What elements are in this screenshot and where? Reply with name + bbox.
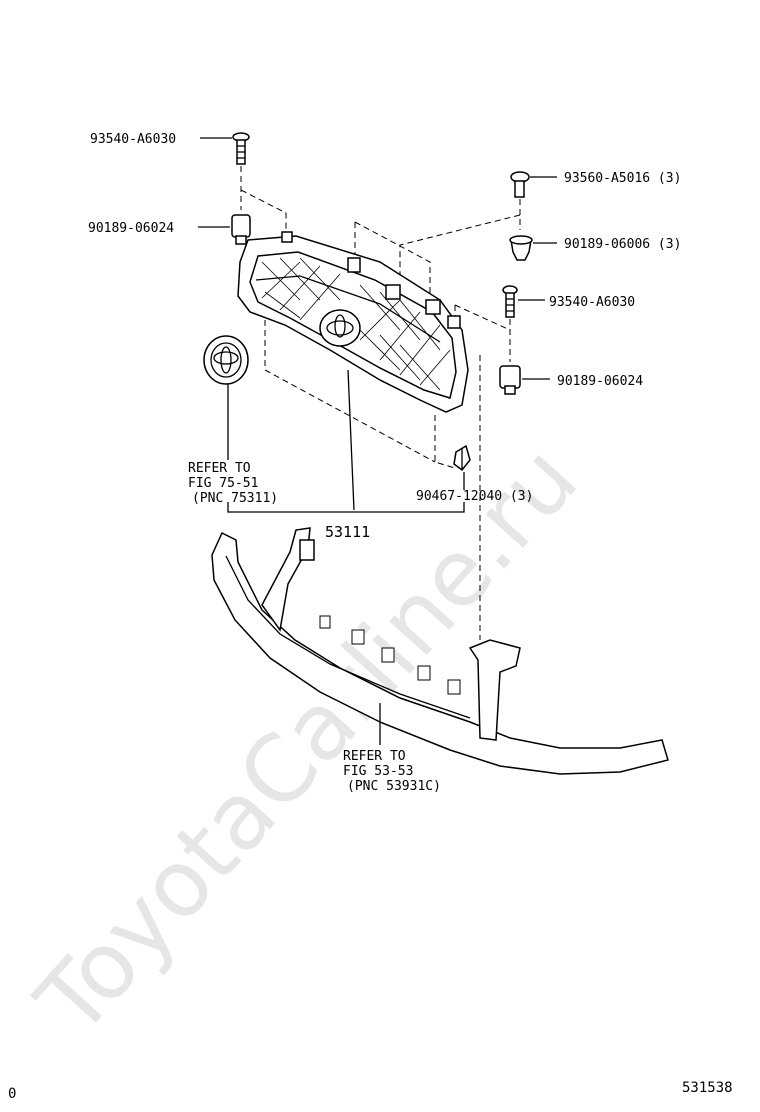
label-nut-clip: 90467-12040 (3) [416,489,533,504]
label-screw-top-right: 93560-A5016 (3) [564,171,681,186]
refer-emblem-note: REFER TO FIG 75-51 (PNC 75311) [188,461,278,506]
label-clip-right: 90189-06024 [557,374,643,389]
leader-grille [347,369,355,511]
refer-emblem-line1: REFER TO [188,461,251,476]
label-bolt-top-left: 93540-A6030 [90,132,176,147]
label-bolt-right: 93540-A6030 [549,295,635,310]
nut-clip[interactable] [453,444,471,472]
refer-support-note: REFER TO FIG 53-53 (PNC 53931C) [343,749,441,794]
diagram-number: 531538 [682,1080,733,1096]
radiator-grille[interactable] [237,231,469,413]
screw-top-right[interactable] [510,171,530,198]
bolt-top-left[interactable] [232,132,250,165]
clip-right[interactable] [499,365,521,395]
radiator-support[interactable] [211,527,669,775]
label-grille: 53111 [325,523,370,541]
clip-left[interactable] [231,214,251,245]
bolt-right[interactable] [502,285,518,318]
refer-support-line2: FIG 53-53 [343,764,413,779]
refer-emblem-line2: FIG 75-51 [188,476,258,491]
refer-support-line3: (PNC 53931C) [347,779,441,794]
refer-support-line1: REFER TO [343,749,406,764]
footer-left-code: 0 [8,1086,16,1102]
label-clip-left: 90189-06024 [88,221,174,236]
emblem[interactable] [203,335,249,385]
bracket-group-line [227,502,465,513]
label-clip-top-right: 90189-06006 (3) [564,237,681,252]
refer-emblem-line3: (PNC 75311) [192,491,278,506]
clip-top-right[interactable] [509,235,533,261]
